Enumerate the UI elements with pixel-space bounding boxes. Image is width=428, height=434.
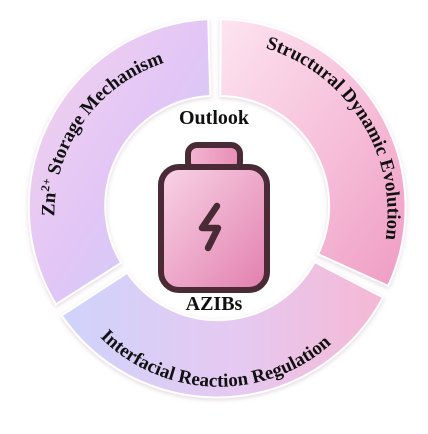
- zn-label-superscript: 2+: [38, 177, 54, 193]
- battery-bolt-icon: [158, 142, 270, 293]
- outlook-label: Outlook: [179, 107, 250, 129]
- lightning-bolt-icon: [198, 202, 222, 252]
- segment-zn-storage-shape: [27, 18, 212, 306]
- segment-interfacial-shape: [60, 260, 385, 399]
- azibs-label: AZIBs: [186, 293, 243, 315]
- segment-interfacial-reaction-regulation: Interfacial Reaction Regulation: [60, 260, 385, 399]
- zn-label-main: Zn: [38, 191, 60, 216]
- segment-structural-shape: [219, 18, 407, 288]
